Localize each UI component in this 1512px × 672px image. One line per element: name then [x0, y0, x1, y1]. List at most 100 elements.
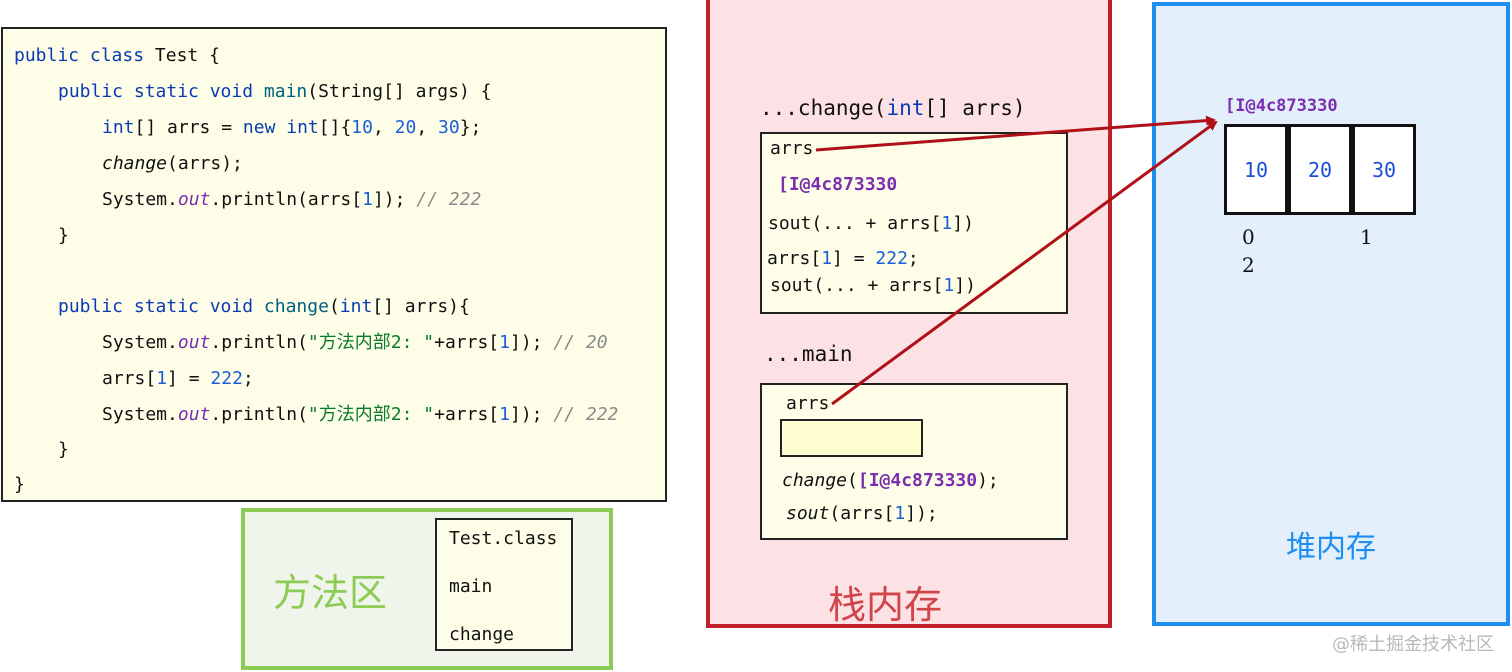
code-token: .println(: [210, 332, 308, 353]
code-string: "方法内部2: ": [307, 332, 435, 353]
heap-array-cell: 20: [1288, 124, 1352, 215]
frame-title-token: int: [886, 96, 925, 120]
heap-array-address: [I@4c873330: [1225, 96, 1338, 116]
code-token: int: [339, 296, 373, 317]
code-token: int: [286, 117, 319, 138]
code-comment: // 222: [416, 189, 482, 210]
code-token: Test {: [154, 45, 220, 66]
class-item-test-class: Test.class: [449, 528, 558, 549]
main-arrs-arrow: [831, 120, 1218, 406]
code-token: public static void: [58, 81, 264, 102]
code-token: .println(: [210, 404, 308, 425]
code-token: 30: [438, 117, 460, 138]
code-token: 1: [499, 332, 510, 353]
code-token: []{: [318, 117, 352, 138]
frame-token: 1: [821, 248, 833, 269]
frame-token: 222: [875, 248, 908, 269]
change-frame-assign: arrs[1] = 222;: [767, 248, 919, 269]
code-token: public class: [14, 45, 155, 66]
change-frame-title: ...change(int[] arrs): [760, 96, 1026, 120]
code-line-6: }: [58, 225, 69, 246]
code-line-1: public class Test {: [14, 44, 220, 68]
code-comment: // 222: [553, 404, 619, 425]
code-token: (String[] args) {: [307, 81, 492, 102]
change-arrs-arrow: [815, 115, 1216, 152]
heap-array-index: 2: [1242, 253, 1255, 277]
frame-token: 1: [894, 503, 906, 524]
code-token: ]);: [509, 404, 554, 425]
frame-token: 1: [943, 275, 955, 296]
code-token: main: [263, 81, 308, 102]
code-token: [] arrs){: [372, 296, 470, 317]
code-token: 222: [210, 368, 243, 389]
code-token: ]);: [509, 332, 554, 353]
frame-token: sout(... + arrs[: [768, 213, 942, 234]
frame-title-token: ...change(: [760, 96, 887, 120]
frame-token: sout: [786, 503, 830, 524]
code-line-9: arrs[1] = 222;: [102, 367, 254, 391]
main-frame-call: change([I@4c873330);: [782, 470, 999, 491]
code-token: 10: [351, 117, 373, 138]
code-token: +arrs[: [434, 404, 500, 425]
code-token: new: [242, 117, 287, 138]
code-token: change: [263, 296, 329, 317]
frame-token: arrs[: [767, 248, 822, 269]
code-token: ,: [416, 117, 439, 138]
code-line-2: public static void main(String[] args) {: [58, 80, 492, 104]
heap-array-index: 0: [1242, 225, 1255, 249]
code-line-4: change(arrs);: [102, 152, 243, 176]
frame-token: 1: [941, 213, 953, 234]
change-frame-ref: [I@4c873330: [778, 174, 898, 195]
code-token: +arrs[: [434, 332, 500, 353]
code-line-11: }: [58, 439, 69, 460]
code-token: 1: [499, 404, 510, 425]
code-line-10: System.out.println("方法内部2: "+arrs[1]); /…: [102, 403, 618, 427]
frame-token: );: [977, 470, 999, 491]
main-frame-sout: sout(arrs[1]);: [786, 503, 938, 524]
code-token: 20: [394, 117, 417, 138]
code-token: (: [328, 296, 340, 317]
watermark: @稀土掘金技术社区: [1332, 634, 1494, 655]
code-token: };: [459, 117, 482, 138]
code-line-8: System.out.println("方法内部2: "+arrs[1]); /…: [102, 331, 608, 355]
class-info-box: Test.class main change: [435, 518, 573, 651]
frame-token: (: [847, 470, 858, 491]
change-frame-sout-2: sout(... + arrs[1]): [770, 275, 976, 296]
code-token: ,: [372, 117, 395, 138]
code-token: out: [177, 189, 211, 210]
class-item-main: main: [449, 576, 493, 597]
main-frame-box: arrs change([I@4c873330); sout(arrs[1]);: [760, 383, 1068, 540]
code-token: 1: [362, 189, 373, 210]
heap-array-cell: 10: [1224, 124, 1288, 215]
frame-token: ]): [952, 213, 974, 234]
code-token: (arrs);: [167, 153, 243, 174]
code-token: ]);: [372, 189, 417, 210]
heap-array-cell: 30: [1352, 124, 1416, 215]
code-token: arrs[: [102, 368, 157, 389]
code-string: "方法内部2: ": [307, 404, 435, 425]
frame-token: ]): [954, 275, 976, 296]
method-area-label: 方法区: [273, 571, 388, 615]
frame-token: ;: [907, 248, 919, 269]
code-token: ] =: [167, 368, 211, 389]
code-token: ;: [242, 368, 254, 389]
main-arrs-slot: [780, 419, 923, 457]
class-item-change: change: [449, 624, 515, 645]
code-comment: // 20: [553, 332, 608, 353]
change-frame-box: arrs [I@4c873330 sout(... + arrs[1]) arr…: [760, 132, 1068, 314]
code-token: .println(arrs[: [210, 189, 363, 210]
code-token: System.: [102, 189, 178, 210]
code-line-7: public static void change(int[] arrs){: [58, 295, 470, 319]
change-frame-var: arrs: [770, 138, 814, 159]
heap-memory-area: [1152, 2, 1510, 626]
code-token: int: [102, 117, 135, 138]
change-frame-sout-1: sout(... + arrs[1]): [768, 213, 974, 234]
frame-ref: [I@4c873330: [857, 470, 978, 491]
stack-memory-label: 栈内存: [828, 583, 943, 627]
code-token: public static void: [58, 296, 264, 317]
frame-token: change: [782, 470, 848, 491]
code-panel: public class Test { public static void m…: [1, 27, 667, 502]
code-line-12: }: [14, 474, 25, 495]
code-token: [] arrs =: [134, 117, 243, 138]
